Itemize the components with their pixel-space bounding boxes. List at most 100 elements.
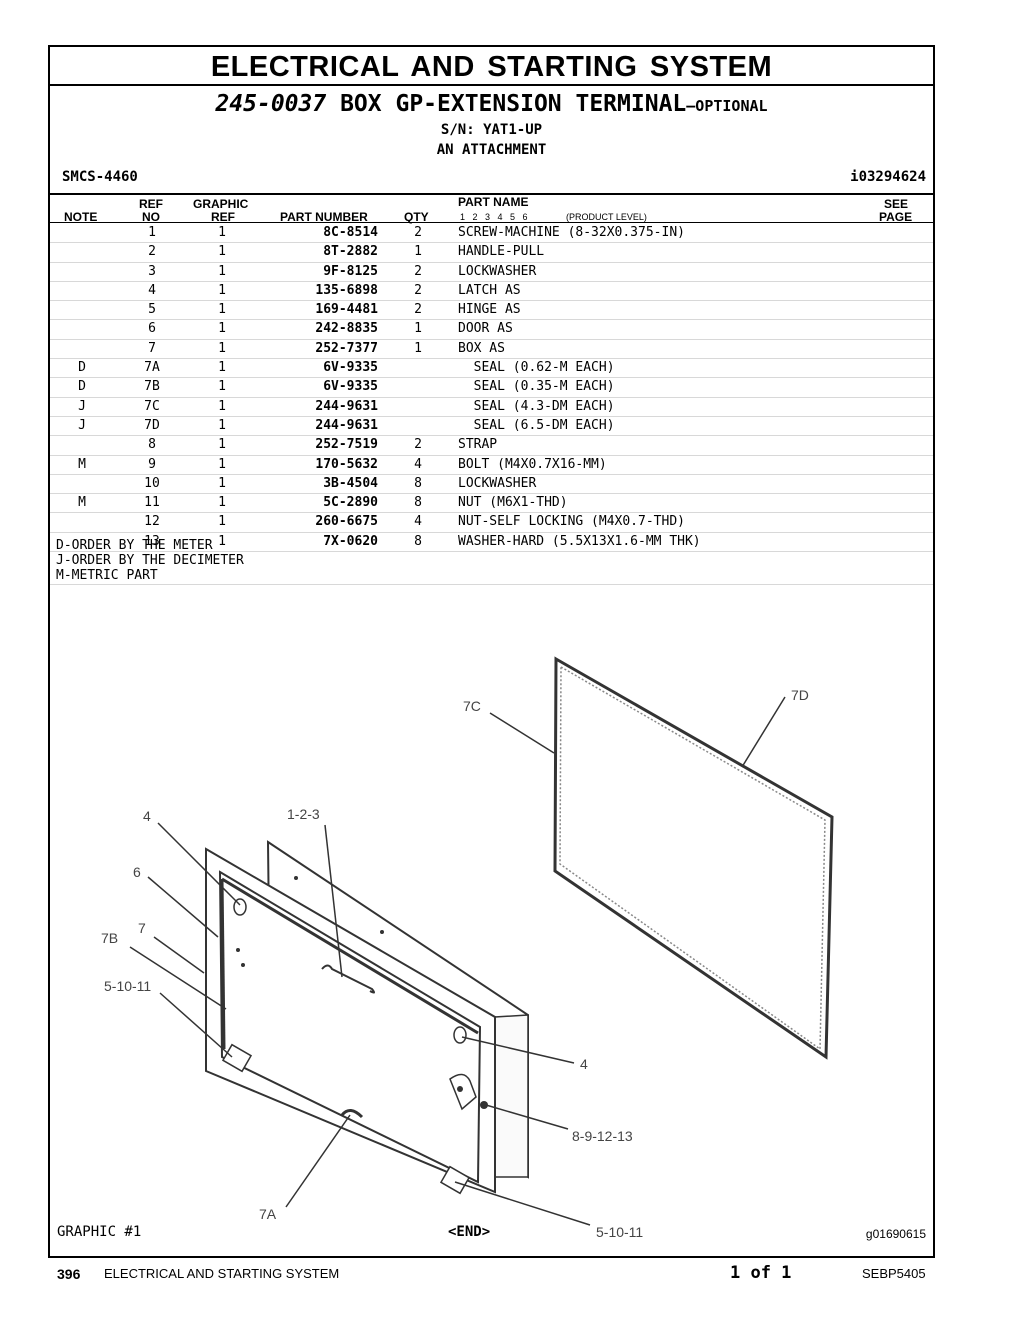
illustration-id: i03294624 — [850, 169, 926, 185]
cell-note: J — [78, 417, 86, 433]
cell-note: D — [78, 360, 86, 376]
cell-graphic-ref: 1 — [218, 302, 226, 318]
cell-part-number: 244-9631 — [315, 398, 378, 414]
cell-part-number: 5C-2890 — [323, 495, 378, 511]
callout-6: 6 — [133, 864, 141, 880]
cell-ref: 7B — [144, 379, 160, 395]
cell-ref: 6 — [148, 321, 156, 337]
cell-ref: 12 — [144, 514, 160, 530]
graphic-id: g01690615 — [865, 1227, 926, 1241]
cell-qty: 4 — [414, 456, 422, 472]
cell-ref: 3 — [148, 263, 156, 279]
group-part-number: 245-0037 — [215, 91, 327, 117]
cell-part-number: 3B-4504 — [323, 475, 378, 491]
attachment-label: AN ATTACHMENT — [436, 142, 547, 158]
cell-part-name: HINGE AS — [458, 302, 521, 318]
footer-doc-id: SEBP5405 — [862, 1266, 926, 1281]
callout-7c: 7C — [463, 698, 481, 714]
cell-part-name: LOCKWASHER — [458, 475, 537, 491]
notes-block: D-ORDER BY THE METER J-ORDER BY THE DECI… — [56, 538, 244, 583]
cell-part-number: 260-6675 — [315, 514, 378, 530]
cell-graphic-ref: 1 — [218, 514, 226, 530]
footer-page-number: 396 — [57, 1266, 81, 1282]
cell-ref: 2 — [148, 244, 156, 260]
cell-qty: 1 — [414, 321, 422, 337]
cell-graphic-ref: 1 — [218, 417, 226, 433]
cell-ref: 7 — [148, 340, 156, 356]
header-ref-bottom: NO — [142, 210, 160, 224]
smcs-code: SMCS-4460 — [62, 169, 138, 185]
callout-7a: 7A — [259, 1206, 277, 1222]
cell-part-name: BOX AS — [458, 340, 505, 356]
cell-part-number: 252-7519 — [315, 437, 378, 453]
cell-note: M — [78, 495, 86, 511]
cell-graphic-ref: 1 — [218, 263, 226, 279]
callout-7: 7 — [138, 920, 146, 936]
cell-part-number: 135-6898 — [315, 282, 378, 298]
cell-qty: 2 — [414, 302, 422, 318]
header-graphic-bottom: REF — [211, 210, 235, 224]
cell-part-name: SEAL (4.3-DM EACH) — [458, 398, 615, 414]
cell-part-number: 6V-9335 — [323, 379, 378, 395]
cell-ref: 5 — [148, 302, 156, 318]
footer-title: ELECTRICAL AND STARTING SYSTEM — [104, 1266, 340, 1281]
cell-part-name: STRAP — [458, 437, 498, 453]
cell-qty: 1 — [414, 244, 422, 260]
cell-qty: 2 — [414, 437, 422, 453]
cell-part-name: SEAL (6.5-DM EACH) — [458, 417, 615, 433]
cell-graphic-ref: 1 — [218, 533, 226, 549]
end-marker: <END> — [448, 1224, 491, 1240]
cell-qty: 8 — [414, 475, 422, 491]
group-title: 245-0037 BOX GP-EXTENSION TERMINAL—OPTIO… — [50, 91, 933, 117]
cell-graphic-ref: 1 — [218, 475, 226, 491]
cell-graphic-ref: 1 — [218, 340, 226, 356]
cell-qty: 8 — [414, 533, 422, 549]
graphic-label: GRAPHIC #1 — [57, 1224, 142, 1240]
header-see-bottom: PAGE — [879, 210, 913, 224]
cell-graphic-ref: 1 — [218, 456, 226, 472]
page-title: ELECTRICAL AND STARTING SYSTEM — [50, 47, 933, 86]
cell-graphic-ref: 1 — [218, 321, 226, 337]
note-meter: D-ORDER BY THE METER — [56, 538, 213, 553]
table-header: NOTE REF NO GRAPHIC REF PART NUMBER QTY … — [50, 193, 933, 224]
cell-ref: 10 — [144, 475, 160, 491]
cell-ref: 7A — [144, 360, 160, 376]
cell-part-name: SEAL (0.35-M EACH) — [458, 379, 615, 395]
cell-qty: 2 — [414, 282, 422, 298]
cell-ref: 9 — [148, 456, 156, 472]
cell-ref: 8 — [148, 437, 156, 453]
group-name: BOX GP-EXTENSION TERMINAL — [340, 91, 687, 117]
cell-graphic-ref: 1 — [218, 244, 226, 260]
cell-part-name: HANDLE-PULL — [458, 244, 545, 260]
cell-qty: 1 — [414, 340, 422, 356]
table-row: 6 1 242-8835 1 DOOR AS — [50, 320, 933, 340]
callout-4-latch: 4 — [143, 808, 151, 824]
cell-ref: 13 — [144, 533, 160, 549]
cell-part-name: NUT-SELF LOCKING (M4X0.7-THD) — [458, 514, 685, 530]
page-frame: ELECTRICAL AND STARTING SYSTEM 245-0037 … — [48, 45, 935, 1258]
exploded-view-diagram: 7C 7D 4 1-2-3 6 7 7B 5-10-11 4 8-9-12-13… — [101, 656, 834, 1240]
notes-divider — [50, 584, 933, 585]
cell-part-number: 6V-9335 — [323, 360, 378, 376]
cell-ref: 1 — [148, 225, 156, 240]
cell-part-number: 242-8835 — [315, 321, 378, 337]
cell-part-name: DOOR AS — [458, 321, 513, 337]
header-graphic-top: GRAPHIC — [193, 197, 249, 211]
cell-graphic-ref: 1 — [218, 360, 226, 376]
cell-part-number: 8C-8514 — [323, 225, 378, 240]
footer-page-of: 1 of 1 — [730, 1263, 792, 1283]
cell-part-number: 7X-0620 — [323, 533, 378, 549]
